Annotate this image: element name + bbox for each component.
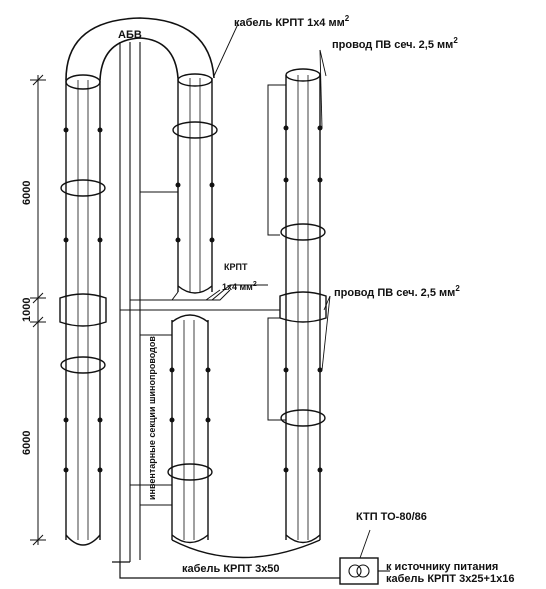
dimension-line xyxy=(30,74,46,546)
label-abv: АБВ xyxy=(118,29,142,41)
dim-upper: 6000 xyxy=(21,181,33,205)
label-busbar: инвентарные секции шинопроводов xyxy=(147,336,157,500)
cable-bottom-line xyxy=(119,562,340,579)
bottom-arch xyxy=(171,539,321,559)
label-cable-source: кабель КРПТ 3х25+1х16 xyxy=(386,573,514,585)
top-arch xyxy=(65,17,215,81)
right-pipe xyxy=(279,68,327,544)
middle-lower-pipe xyxy=(167,314,213,544)
label-wire-top: провод ПВ сеч. 2,5 мм2 xyxy=(332,36,458,51)
dim-middle: 1000 xyxy=(21,298,33,322)
label-krpt: КРПТ xyxy=(224,262,248,272)
label-ktp: КТП ТО-80/86 xyxy=(356,511,427,523)
label-krpt-size: 1х4 мм2 xyxy=(222,281,257,292)
left-pipe xyxy=(59,74,107,546)
label-wire-mid: провод ПВ сеч. 2,5 мм2 xyxy=(334,284,460,299)
abv-wires xyxy=(119,42,141,562)
label-cable-top: кабель КРПТ 1х4 мм2 xyxy=(234,14,350,29)
label-cable-bottom: кабель КРПТ 3х50 xyxy=(182,563,280,575)
dim-lower: 6000 xyxy=(21,431,33,455)
ktp-box xyxy=(339,557,379,585)
label-to-source: к источнику питания xyxy=(386,561,498,573)
